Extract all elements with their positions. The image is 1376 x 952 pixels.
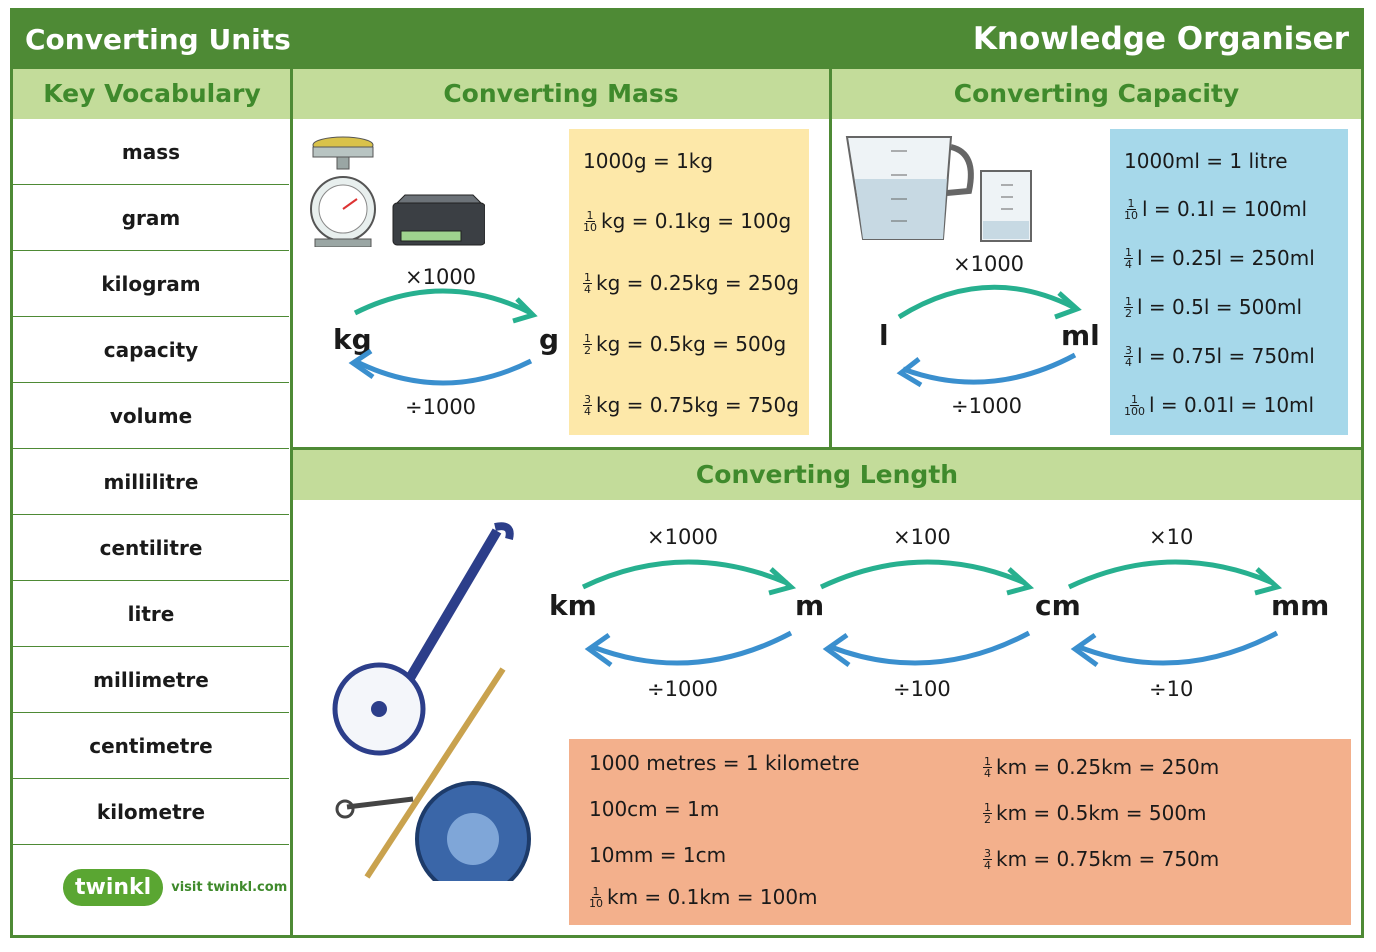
- vocab-word: millimetre: [13, 647, 289, 713]
- vocab-word: capacity: [13, 317, 289, 383]
- visit-link-text: visit twinkl.com: [171, 880, 288, 895]
- length-op-mult: ×10: [1149, 525, 1194, 549]
- mass-arrows: [348, 288, 538, 386]
- page-subtitle: Knowledge Organiser: [972, 21, 1349, 57]
- length-op-div: ÷1000: [647, 677, 719, 701]
- mass-heading: Converting Mass: [293, 69, 829, 119]
- weighing-scales-icon: [310, 136, 485, 247]
- capacity-op-mult: ×1000: [953, 252, 1025, 276]
- length-unit-mm: mm: [1271, 589, 1330, 622]
- mass-unit-left: kg: [333, 323, 372, 356]
- length-op-div: ÷100: [893, 677, 951, 701]
- vocab-word: centilitre: [13, 515, 289, 581]
- vocab-word: millilitre: [13, 449, 289, 515]
- capacity-op-div: ÷1000: [951, 394, 1023, 418]
- capacity-unit-right: ml: [1061, 319, 1100, 352]
- capacity-unit-left: l: [879, 319, 889, 352]
- length-facts-box: 1000 metres = 1 kilometre 100cm = 1m 10m…: [569, 739, 1351, 925]
- capacity-fact: 1000ml = 1 litre: [1124, 149, 1288, 173]
- brand-name: twinkl: [63, 869, 164, 906]
- length-arrows: [581, 559, 1283, 668]
- length-op-mult: ×1000: [647, 525, 719, 549]
- measuring-jug-icon: [845, 136, 1032, 242]
- title-bar: Converting Units Knowledge Organiser: [13, 11, 1361, 69]
- vocab-word: volume: [13, 383, 289, 449]
- length-fact: 10mm = 1cm: [589, 843, 727, 867]
- mass-unit-right: g: [539, 323, 560, 356]
- vocab-heading: Key Vocabulary: [13, 69, 291, 119]
- divider: [829, 69, 832, 449]
- divider: [290, 69, 293, 935]
- mass-op-mult: ×1000: [405, 265, 477, 289]
- vocab-word: kilogram: [13, 251, 289, 317]
- length-op-mult: ×100: [893, 525, 951, 549]
- trundle-wheel-icon: [332, 522, 531, 881]
- vocab-word: litre: [13, 581, 289, 647]
- length-unit-cm: cm: [1035, 589, 1081, 622]
- vocab-word: centimetre: [13, 713, 289, 779]
- twinkl-logo: twinkl visit twinkl.com: [63, 869, 287, 906]
- length-op-div: ÷10: [1149, 677, 1194, 701]
- capacity-heading: Converting Capacity: [832, 69, 1361, 119]
- mass-op-div: ÷1000: [405, 395, 477, 419]
- organiser-frame: Converting Units Knowledge Organiser Key…: [10, 8, 1364, 938]
- capacity-arrows: [896, 284, 1082, 388]
- divider: [290, 447, 1361, 450]
- length-heading: Converting Length: [293, 450, 1361, 500]
- vocab-word: mass: [13, 119, 289, 185]
- mass-fact: 1000g = 1kg: [583, 149, 714, 173]
- length-fact: 1000 metres = 1 kilometre: [589, 751, 860, 775]
- length-fact: 100cm = 1m: [589, 797, 720, 821]
- length-unit-km: km: [549, 589, 597, 622]
- vocab-word: kilometre: [13, 779, 289, 845]
- page-title: Converting Units: [25, 23, 291, 56]
- vocab-word: gram: [13, 185, 289, 251]
- length-unit-m: m: [795, 589, 825, 622]
